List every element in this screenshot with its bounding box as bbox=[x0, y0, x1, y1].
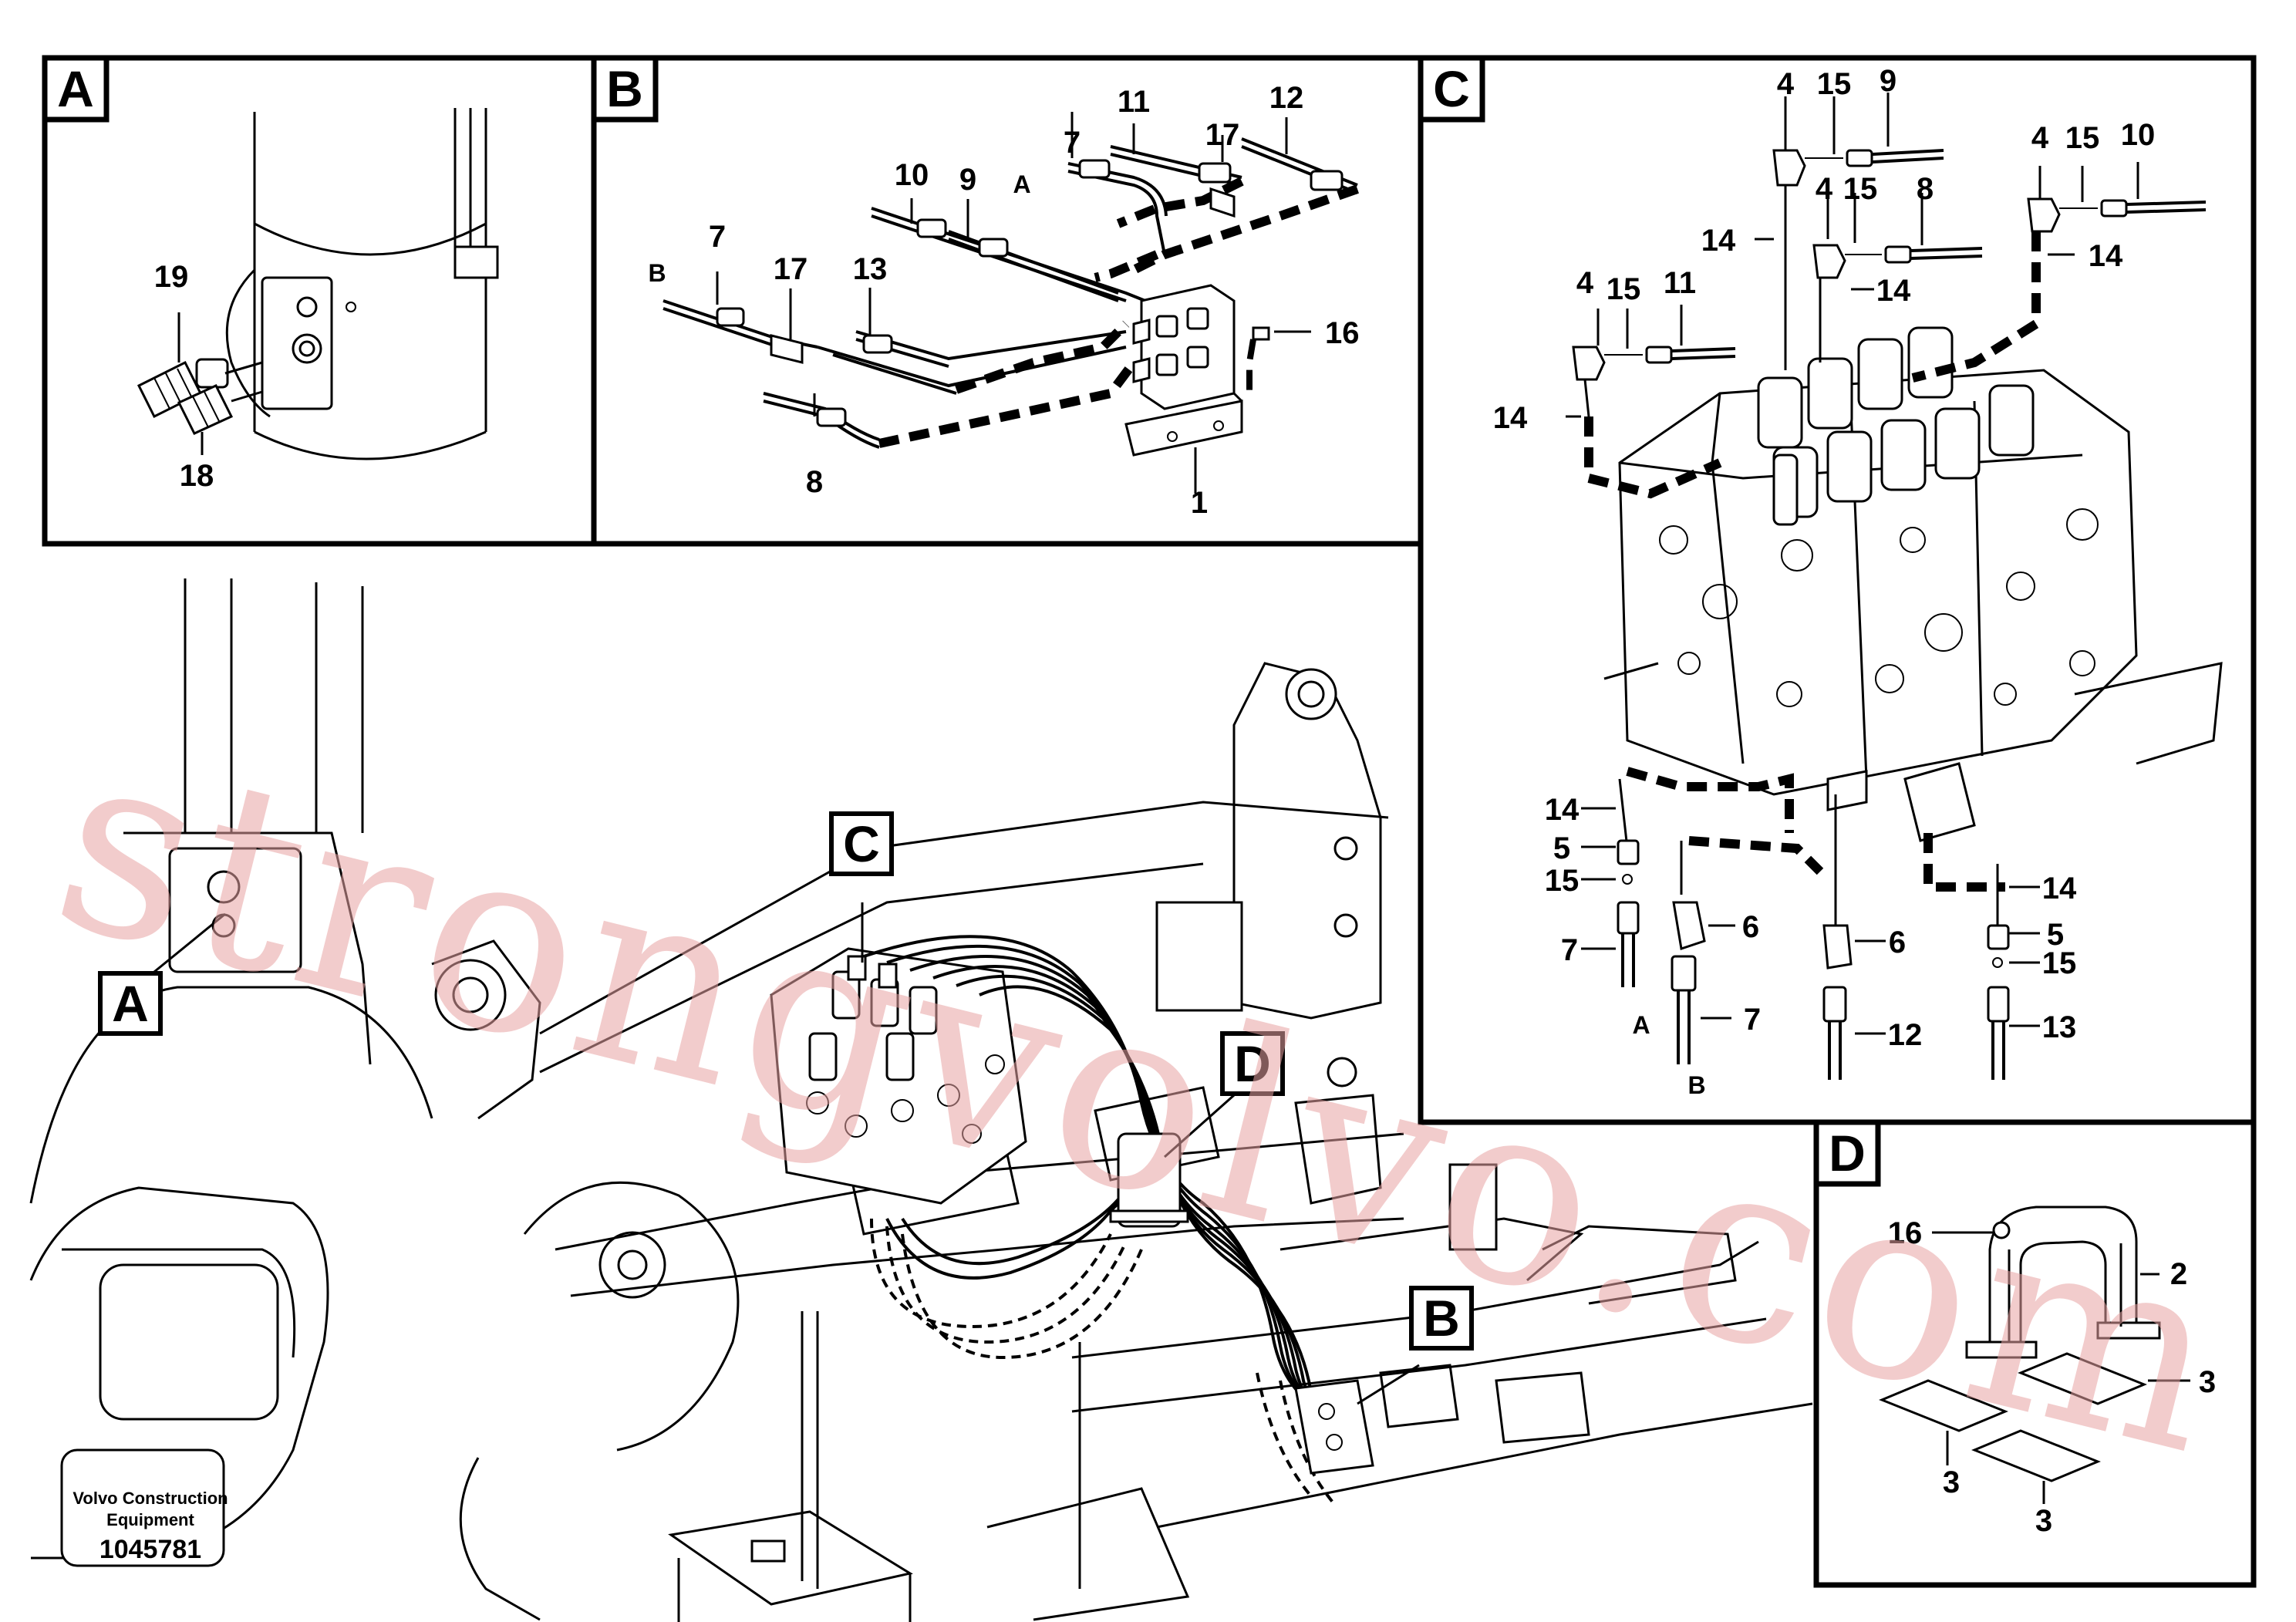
manifold-block bbox=[1124, 284, 1270, 457]
callout-d-3c: 3 bbox=[2035, 1504, 2052, 1538]
callout-d-3b: 3 bbox=[1943, 1465, 1960, 1499]
callout-12: 12 bbox=[1269, 81, 1304, 115]
coupling-18 bbox=[177, 384, 263, 435]
footer: Volvo Construction Equipment 1045781 bbox=[72, 1489, 228, 1564]
panel-a: A 19 18 bbox=[42, 55, 597, 547]
callout-11: 11 bbox=[1118, 85, 1150, 119]
callout-16: 16 bbox=[1325, 316, 1360, 350]
callout-c-9: 9 bbox=[1880, 64, 1896, 98]
callout-c-14f: 14 bbox=[2042, 872, 2077, 905]
callout-d-16: 16 bbox=[1888, 1216, 1923, 1250]
pad-2 bbox=[2018, 1352, 2147, 1405]
panel-c: C 4 15 9 4 15 10 4 15 8 14 14 14 4 15 11… bbox=[1418, 55, 2257, 1125]
panel-d: D 16 2 3 3 3 3 bbox=[1813, 1119, 2257, 1588]
callout-c-15e: 15 bbox=[1545, 864, 1580, 898]
svg-text:C: C bbox=[843, 815, 880, 872]
callout-c-4a: 4 bbox=[1777, 67, 1795, 101]
callout-c-5b: 5 bbox=[2047, 918, 2064, 952]
callout-c-7a: 7 bbox=[1561, 933, 1578, 967]
callout-c-6a: 6 bbox=[1742, 910, 1759, 944]
label-c-b: B bbox=[1687, 1071, 1705, 1099]
svg-text:B: B bbox=[1423, 1290, 1460, 1347]
marker-a: A bbox=[98, 971, 163, 1036]
callout-c-15f: 15 bbox=[2042, 946, 2077, 980]
control-valve-block bbox=[1603, 326, 2223, 842]
callout-c-14a: 14 bbox=[1701, 224, 1736, 258]
callout-13: 13 bbox=[853, 252, 888, 286]
callout-c-8: 8 bbox=[1917, 172, 1934, 206]
callout-8: 8 bbox=[806, 465, 823, 499]
callout-c-14d: 14 bbox=[1493, 401, 1528, 435]
callout-c-4c: 4 bbox=[1816, 172, 1833, 206]
callout-c-13: 13 bbox=[2042, 1010, 2077, 1044]
marker-d: D bbox=[1220, 1031, 1285, 1096]
callout-c-12: 12 bbox=[1888, 1018, 1923, 1052]
callout-c-15b: 15 bbox=[2065, 121, 2100, 155]
callout-18: 18 bbox=[180, 459, 214, 493]
callout-17-left: 17 bbox=[774, 252, 808, 286]
callout-c-14e: 14 bbox=[1545, 793, 1580, 827]
callout-c-15c: 15 bbox=[1843, 172, 1878, 206]
callout-c-5a: 5 bbox=[1553, 831, 1570, 865]
callout-7-left: 7 bbox=[709, 220, 726, 254]
main-hose-bundle bbox=[863, 935, 1459, 1506]
callout-10: 10 bbox=[895, 158, 929, 192]
marker-b: B bbox=[1409, 1286, 1474, 1351]
callout-d-3a: 3 bbox=[2199, 1365, 2216, 1399]
pad-1 bbox=[1879, 1379, 2008, 1432]
callout-c-11: 11 bbox=[1664, 266, 1696, 300]
company-line-1: Volvo Construction bbox=[72, 1489, 228, 1508]
panel-c-letter: C bbox=[1433, 60, 1470, 117]
main-assembly-view bbox=[29, 578, 1813, 1622]
callout-c-15d: 15 bbox=[1607, 272, 1641, 306]
callout-c-15a: 15 bbox=[1817, 67, 1852, 101]
company-line-2: Equipment bbox=[106, 1510, 194, 1529]
callout-9: 9 bbox=[959, 163, 976, 197]
label-c-a: A bbox=[1632, 1011, 1650, 1039]
callout-c-7b: 7 bbox=[1744, 1003, 1761, 1037]
callout-c-4b: 4 bbox=[2031, 121, 2049, 155]
panel-b-letter: B bbox=[606, 60, 643, 117]
panel-d-letter: D bbox=[1829, 1125, 1866, 1182]
callout-1: 1 bbox=[1191, 486, 1208, 520]
callout-19: 19 bbox=[154, 260, 189, 294]
panel-a-letter: A bbox=[57, 60, 94, 117]
label-a: A bbox=[1013, 170, 1030, 198]
callout-c-6b: 6 bbox=[1889, 926, 1906, 959]
callout-17-top: 17 bbox=[1205, 118, 1240, 152]
label-b: B bbox=[648, 259, 666, 287]
coupling-19 bbox=[137, 358, 263, 419]
drawing-number: 1045781 bbox=[99, 1535, 201, 1564]
callout-7-top: 7 bbox=[1064, 126, 1081, 160]
callout-c-14c: 14 bbox=[1876, 274, 1911, 308]
main-control-valve bbox=[770, 947, 1027, 1205]
callout-d-2: 2 bbox=[2170, 1257, 2187, 1291]
panel-b: B 11 12 7 17 10 9 A 7 17 13 B 16 8 1 bbox=[591, 55, 1424, 547]
callout-c-10: 10 bbox=[2121, 118, 2156, 152]
marker-c: C bbox=[829, 811, 894, 876]
callout-c-14b: 14 bbox=[2089, 239, 2123, 273]
callout-c-4d: 4 bbox=[1576, 266, 1594, 300]
clamp-bracket bbox=[1965, 1206, 2161, 1359]
svg-text:A: A bbox=[112, 975, 149, 1032]
svg-text:D: D bbox=[1234, 1035, 1271, 1092]
pad-3 bbox=[1971, 1429, 2101, 1482]
